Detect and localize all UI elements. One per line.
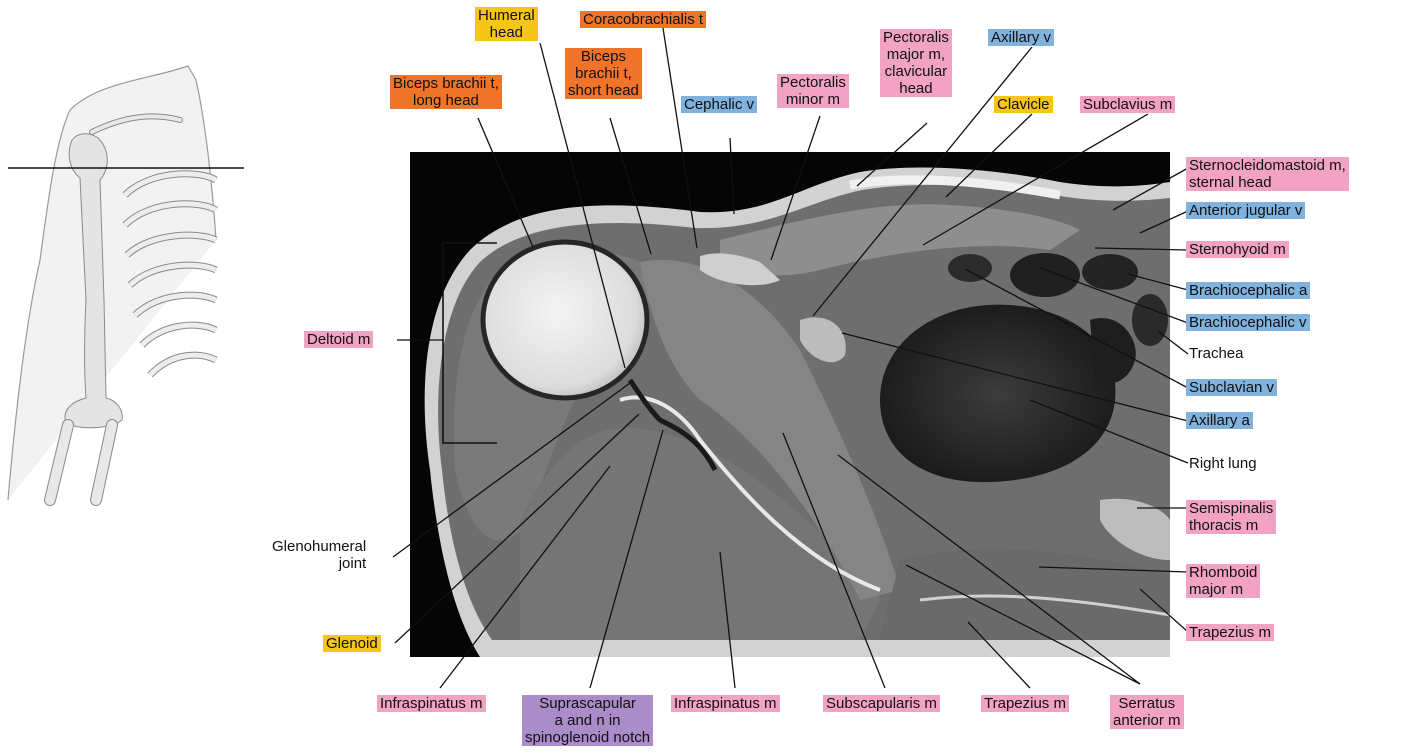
label-brachiocephalic-v: Brachiocephalic v bbox=[1186, 314, 1310, 331]
label-deltoid: Deltoid m bbox=[304, 331, 373, 348]
orientation-sketch bbox=[8, 60, 244, 500]
label-subclavius: Subclavius m bbox=[1080, 96, 1175, 113]
label-glenoid: Glenoid bbox=[323, 635, 381, 652]
label-infraspinatus-2: Infraspinatus m bbox=[671, 695, 780, 712]
label-trachea: Trachea bbox=[1186, 345, 1246, 362]
label-trapezius-bottom: Trapezius m bbox=[981, 695, 1069, 712]
label-coracobrachialis: Coracobrachialis t bbox=[580, 11, 706, 28]
label-anterior-jugular-v: Anterior jugular v bbox=[1186, 202, 1305, 219]
label-biceps-long-head: Biceps brachii t,long head bbox=[390, 75, 502, 109]
label-axillary-a: Axillary a bbox=[1186, 412, 1253, 429]
label-right-lung: Right lung bbox=[1186, 455, 1260, 472]
label-subscapularis: Subscapularis m bbox=[823, 695, 940, 712]
label-infraspinatus-1: Infraspinatus m bbox=[377, 695, 486, 712]
label-trapezius-right: Trapezius m bbox=[1186, 624, 1274, 641]
label-subclavian-v: Subclavian v bbox=[1186, 379, 1277, 396]
label-sternohyoid: Sternohyoid m bbox=[1186, 241, 1289, 258]
label-clavicle: Clavicle bbox=[994, 96, 1053, 113]
label-sternocleidomastoid: Sternocleidomastoid m,sternal head bbox=[1186, 157, 1349, 191]
label-cephalic-v: Cephalic v bbox=[681, 96, 757, 113]
mri-scan bbox=[410, 152, 1170, 657]
label-brachiocephalic-a: Brachiocephalic a bbox=[1186, 282, 1310, 299]
label-axillary-v: Axillary v bbox=[988, 29, 1054, 46]
